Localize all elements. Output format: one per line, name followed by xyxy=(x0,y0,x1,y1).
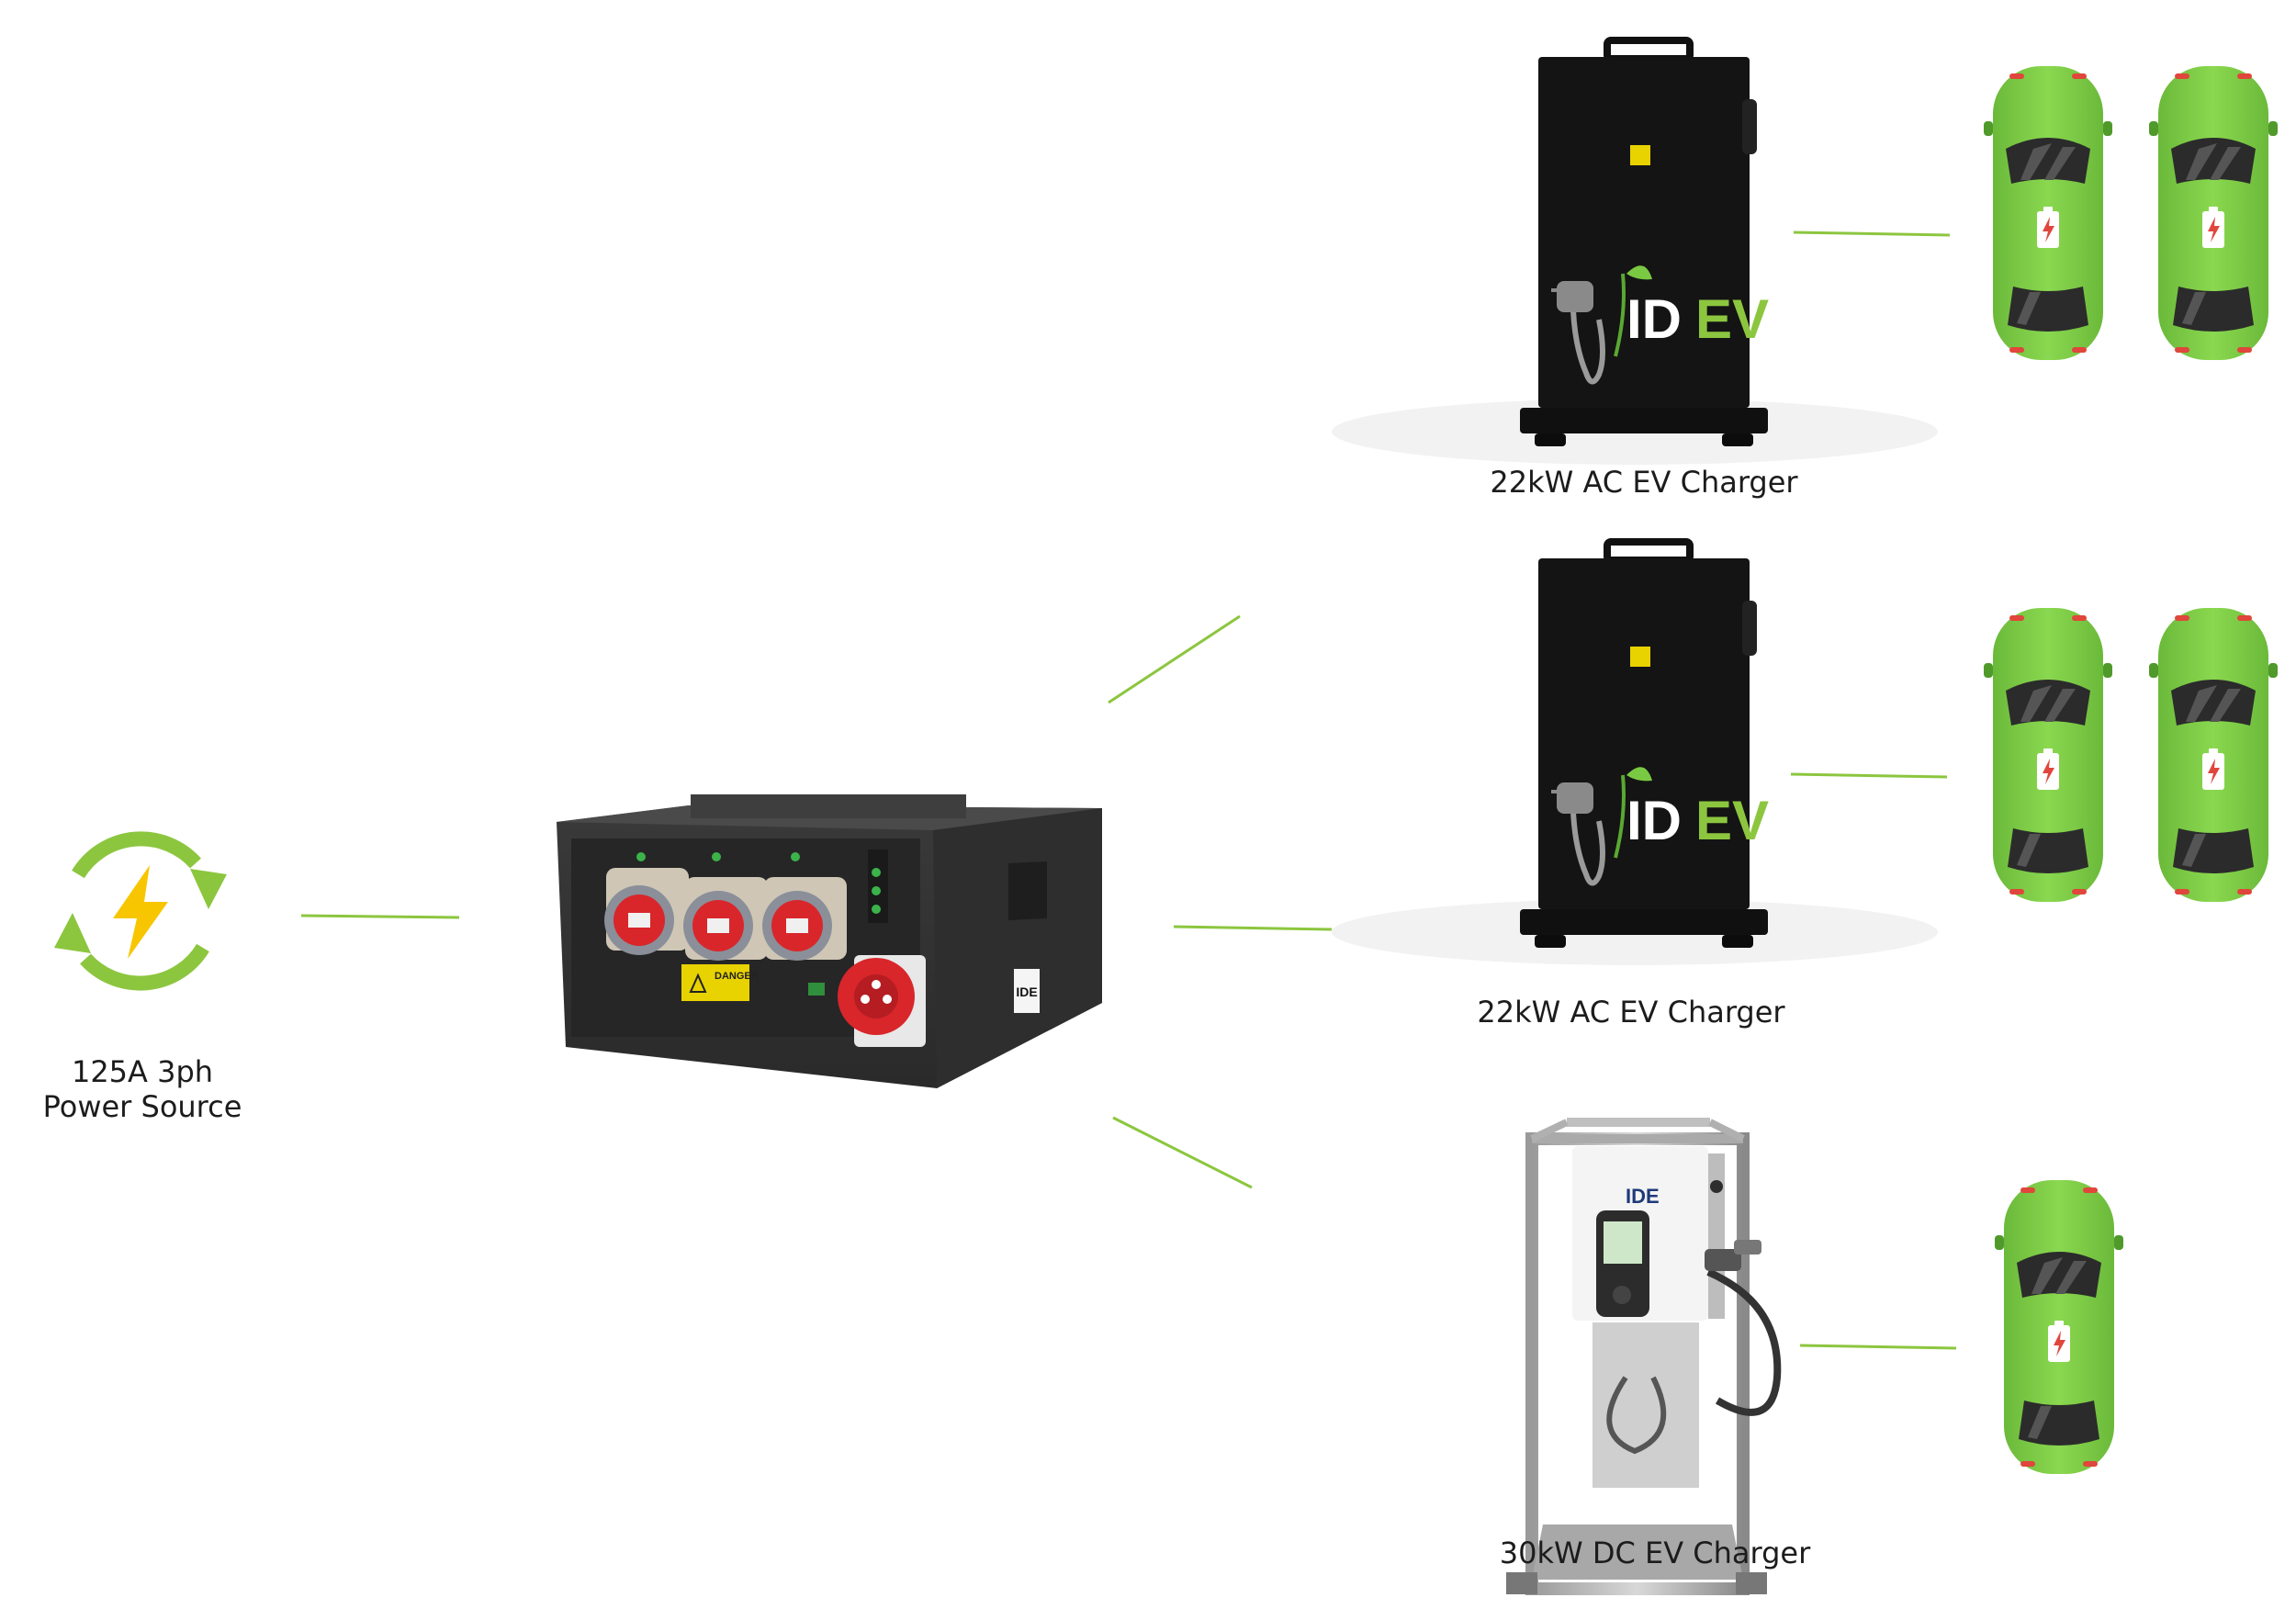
lightning-bolt-icon xyxy=(113,865,168,959)
line-box-to-charger-3 xyxy=(1113,1118,1252,1187)
car-2a xyxy=(1984,608,2112,902)
charger-1-label: 22kW AC EV Charger xyxy=(1433,465,1855,500)
line-box-to-charger-1 xyxy=(1109,616,1240,703)
charger-2-label: 22kW AC EV Charger xyxy=(1420,995,1842,1030)
car-2b xyxy=(2149,608,2278,902)
power-source-line-1: 125A 3ph xyxy=(18,1054,266,1089)
charger-3-label: 30kW DC EV Charger xyxy=(1444,1536,1866,1570)
dc-charger-brand: IDE xyxy=(1626,1185,1660,1208)
ac-charger-1 xyxy=(1520,40,1769,446)
line-box-to-charger-2 xyxy=(1174,927,1332,929)
line-charger-1-to-cars xyxy=(1794,232,1950,235)
line-source-to-box xyxy=(301,916,459,917)
distribution-box: DANGER IDE xyxy=(557,794,1102,1088)
box-logo: IDE xyxy=(1016,985,1037,999)
dc-charger: IDE xyxy=(1506,1122,1777,1594)
car-3 xyxy=(1995,1180,2123,1474)
car-1a xyxy=(1984,66,2112,360)
car-1b xyxy=(2149,66,2278,360)
ac-charger-2 xyxy=(1520,542,1769,948)
power-source-line-2: Power Source xyxy=(18,1089,266,1124)
power-source-icon xyxy=(54,838,227,983)
danger-sign-text: DANGER xyxy=(715,971,759,982)
line-charger-2-to-cars xyxy=(1791,774,1947,777)
power-source-label: 125A 3ph Power Source xyxy=(18,1054,266,1124)
line-charger-3-to-car xyxy=(1800,1345,1956,1348)
